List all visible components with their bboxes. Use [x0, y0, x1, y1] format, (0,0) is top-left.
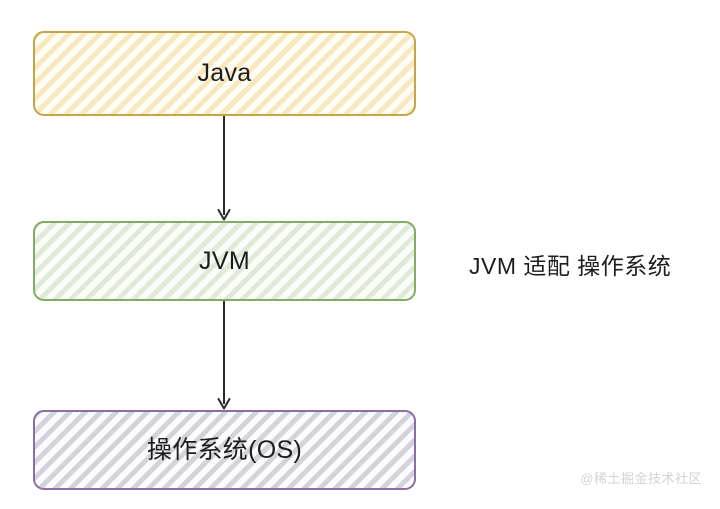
annotation-text: JVM 适配 操作系统: [469, 253, 672, 279]
node-os-label: 操作系统(OS): [146, 435, 303, 464]
arrow-java-to-jvm: [217, 116, 231, 221]
node-os[interactable]: 操作系统(OS): [33, 410, 416, 490]
arrow-jvm-to-os: [217, 301, 231, 410]
node-jvm[interactable]: JVM: [33, 221, 416, 301]
node-java[interactable]: Java: [33, 31, 416, 116]
watermark: @稀土掘金技术社区: [580, 471, 702, 486]
node-jvm-label: JVM: [199, 246, 250, 275]
node-java-label: Java: [197, 59, 252, 87]
